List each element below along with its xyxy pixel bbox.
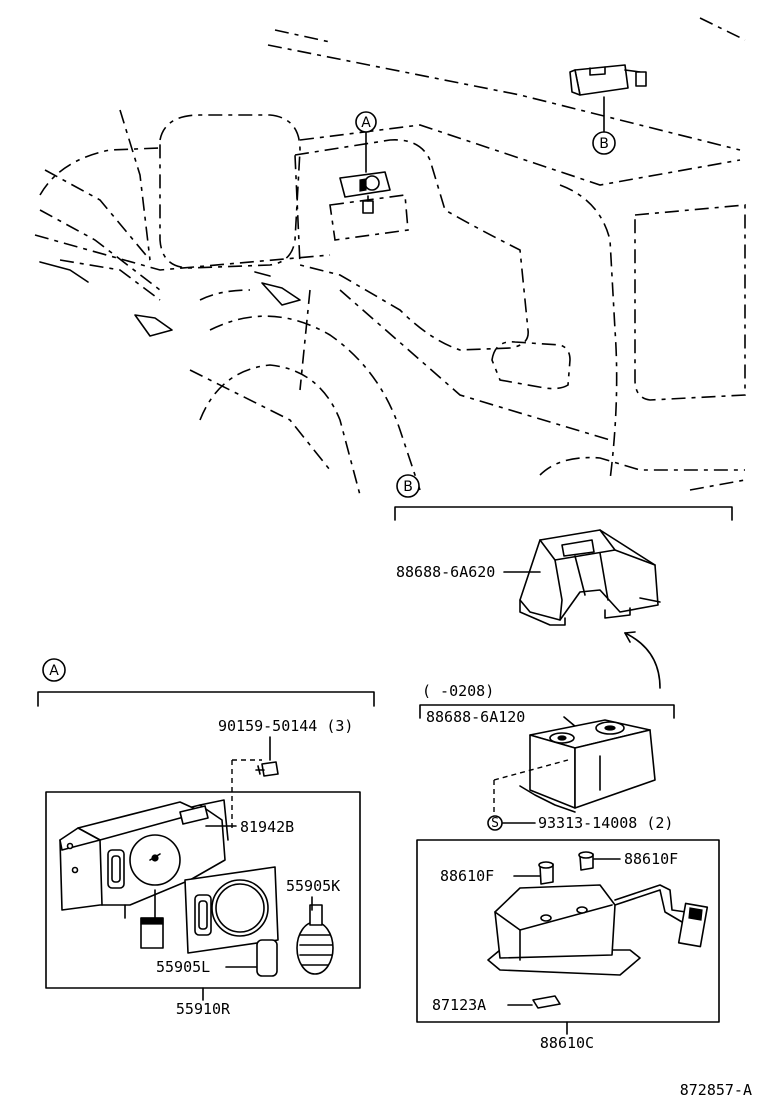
plug-right-part-number: 88610F: [624, 850, 678, 868]
clip-part-number: 87123A: [432, 996, 486, 1014]
screw-guide-line: [493, 759, 569, 820]
lamp-assembly-box: [416, 839, 720, 1023]
leader-lower: [563, 716, 577, 728]
screw-a: [255, 761, 279, 777]
callout-b: [396, 474, 420, 498]
vehicle-interior-view: A B: [34, 17, 746, 496]
section-a: A 90159-50144 (3): [37, 658, 375, 1018]
assembly-a-part-number: 55910R: [176, 1000, 231, 1018]
small-knob: [256, 939, 278, 977]
section-b-bracket: [394, 506, 733, 521]
date-range: ( -0208): [422, 682, 494, 700]
callout-a-top: [355, 111, 377, 133]
callout-s: [487, 815, 503, 831]
interior-lamp: [487, 884, 709, 976]
callout-a: [42, 658, 66, 682]
upper-bracket-part: [519, 529, 661, 626]
section-a-bracket: [37, 691, 375, 707]
callout-a-label: A: [49, 663, 59, 679]
screw-a-guide: [231, 759, 262, 830]
callout-s-label: S: [491, 816, 499, 831]
clip: [532, 995, 561, 1009]
switch-body: [59, 799, 229, 949]
assembly-b-part-number: 88610C: [540, 1034, 594, 1052]
switch-panel: [184, 866, 279, 954]
plug-left-part-number: 88610F: [440, 867, 494, 885]
lower-part-number: 88688-6A120: [426, 708, 525, 726]
upper-part-number: 88688-6A620: [396, 563, 495, 581]
lower-part-bracket: [419, 704, 675, 719]
knob: [296, 904, 334, 975]
lower-bracket-part: [519, 719, 656, 813]
panel-part-number: 81942B: [240, 818, 294, 836]
figure-number: 872857-A: [680, 1081, 752, 1099]
direction-arrow-head: [624, 631, 636, 643]
callout-a-top-label: A: [361, 115, 371, 131]
callout-b-top-label: B: [599, 136, 609, 152]
direction-arrow: [624, 632, 661, 689]
callout-b-top: [592, 131, 616, 155]
small-knob-part-number: 55905L: [156, 958, 210, 976]
screw-a-part-number: 90159-50144 (3): [218, 717, 353, 735]
knob-part-number: 55905K: [286, 877, 340, 895]
callout-b-label: B: [403, 479, 413, 495]
screw-b-part-number: 93313-14008 (2): [538, 814, 673, 832]
section-b: B 88688-6A620 ( -0208) 88688-6A120: [394, 474, 733, 1052]
